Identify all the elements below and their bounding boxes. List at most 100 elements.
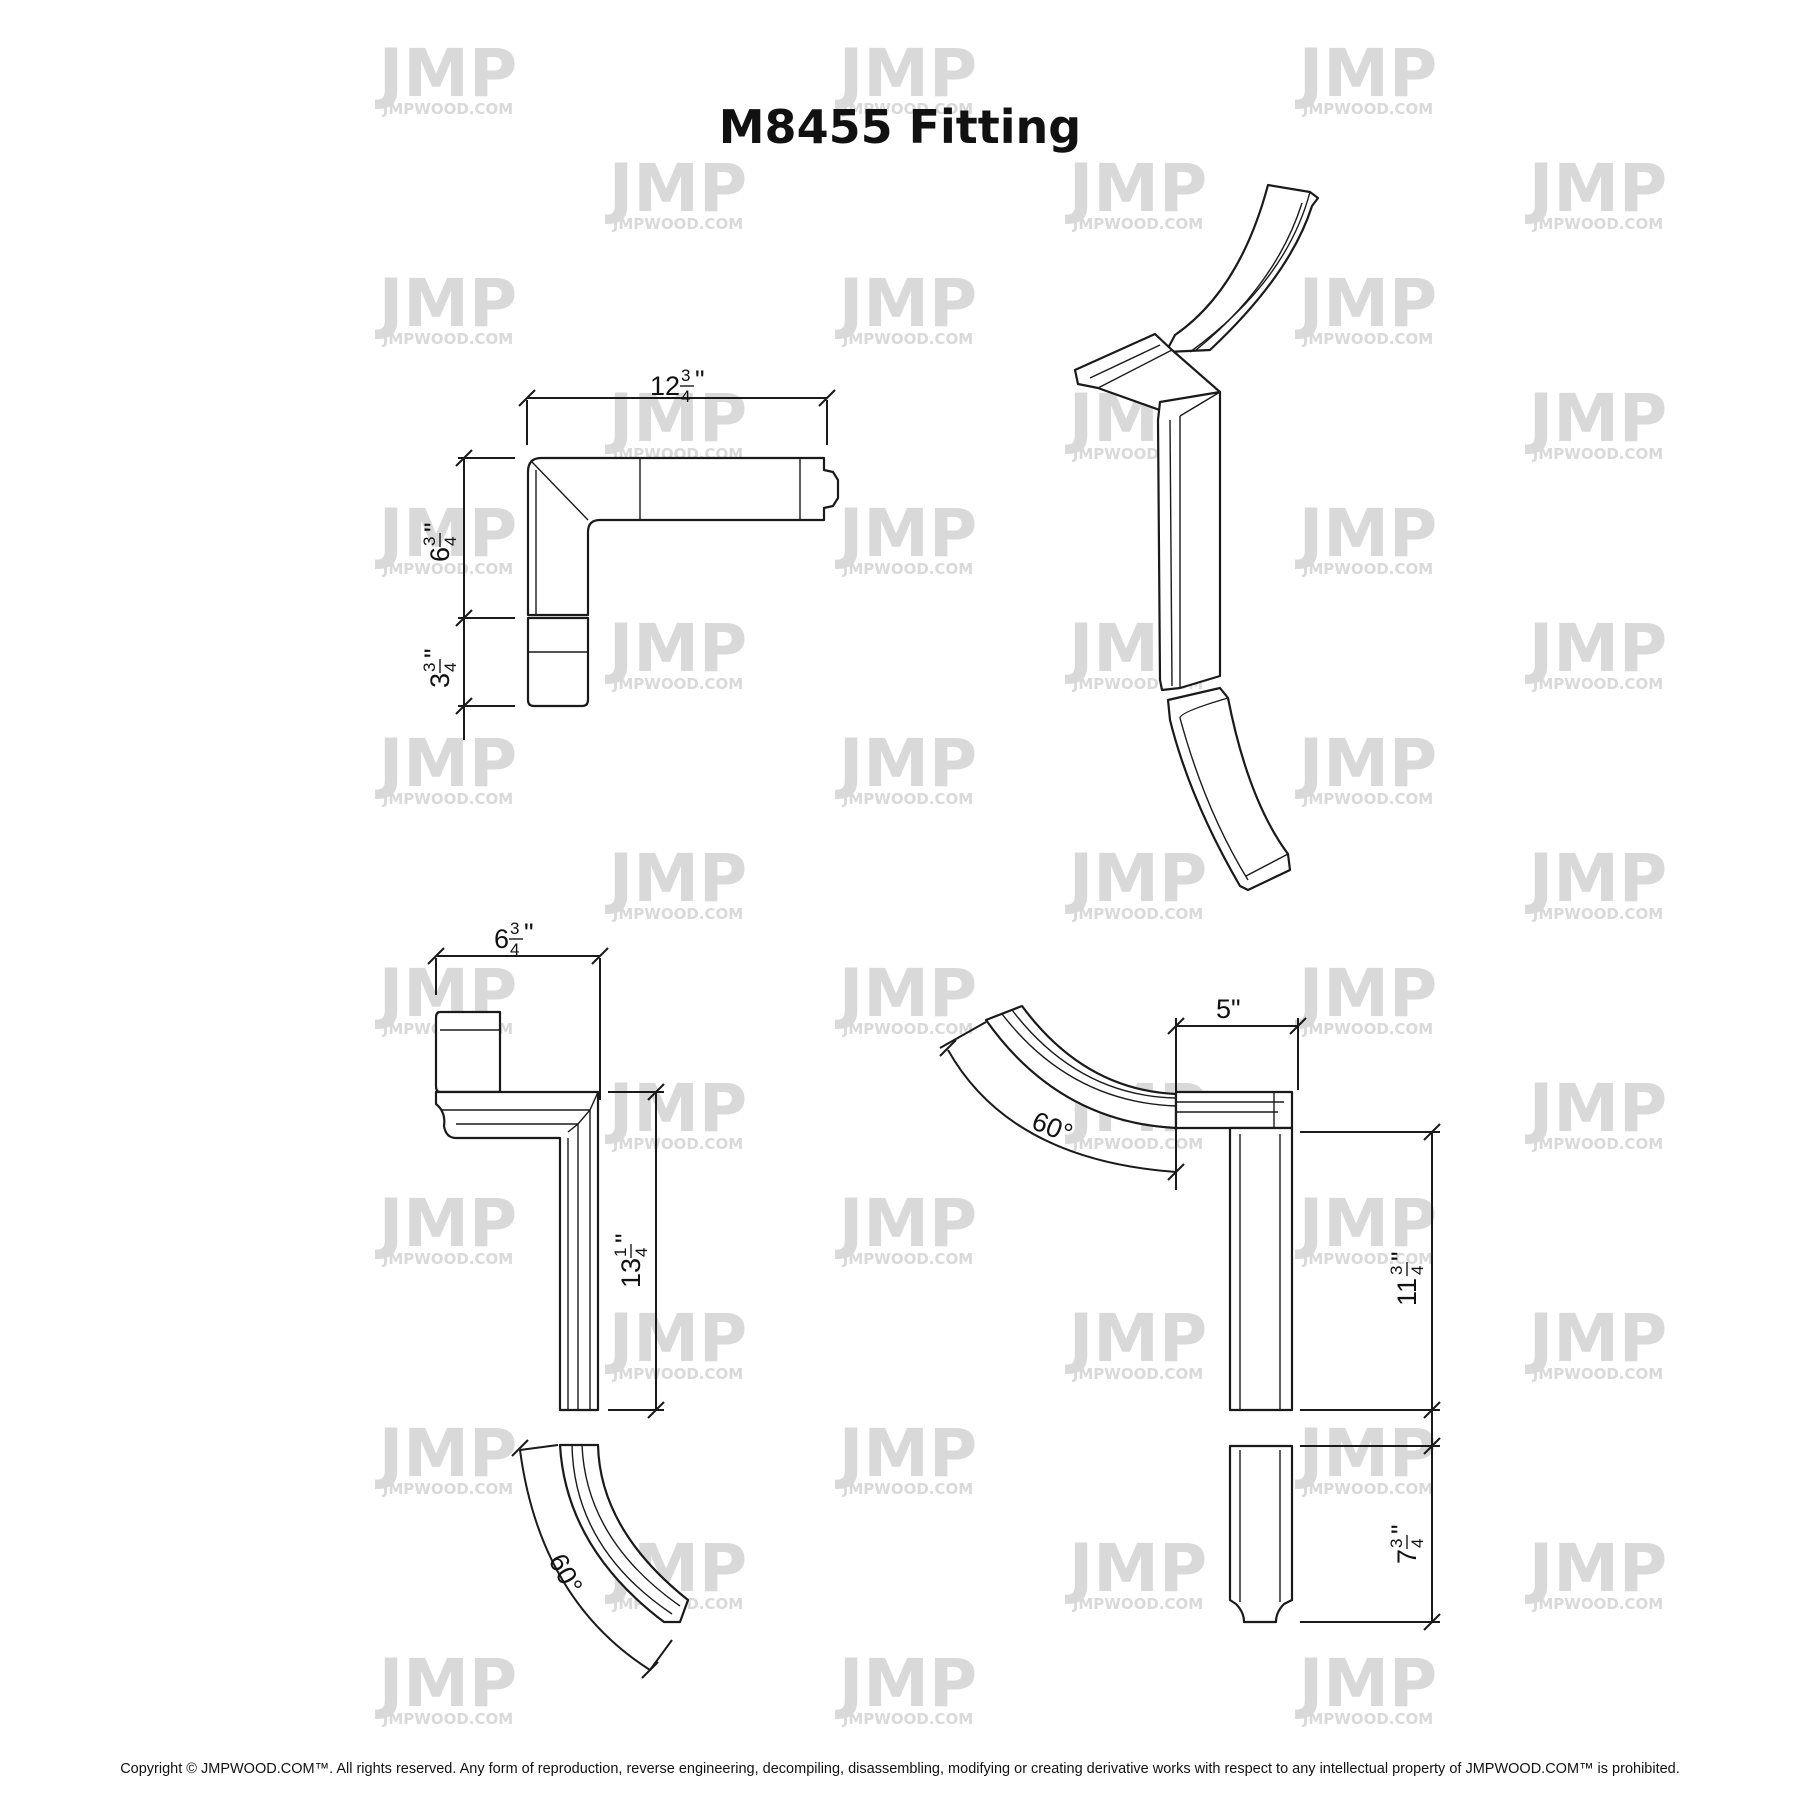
svg-text:JMPWOOD.COM: JMPWOOD.COM [1302, 790, 1433, 808]
svg-text:": " [419, 522, 449, 532]
svg-text:JMPWOOD.COM: JMPWOOD.COM [612, 905, 743, 923]
svg-text:JMPWOOD.COM: JMPWOOD.COM [842, 330, 973, 348]
dim-height-side-view: 13 1 4 " [610, 1233, 651, 1288]
isometric-view [1073, 183, 1320, 892]
svg-text:JMPWOOD.COM: JMPWOOD.COM [1532, 215, 1663, 233]
svg-text:JMPWOOD.COM: JMPWOOD.COM [842, 100, 973, 118]
svg-text:JMP: JMP [835, 1185, 978, 1262]
svg-text:JMP: JMP [1525, 840, 1668, 917]
svg-text:JMPWOOD.COM: JMPWOOD.COM [382, 790, 513, 808]
svg-text:JMPWOOD.COM: JMPWOOD.COM [1302, 1480, 1433, 1498]
svg-text:JMP: JMP [1295, 955, 1438, 1032]
dim-height-upper-front-view: 11 3 4 " [1386, 1251, 1427, 1306]
iso-upper-arm [1164, 183, 1320, 354]
svg-text:3: 3 [420, 663, 439, 672]
svg-text:JMPWOOD.COM: JMPWOOD.COM [382, 1250, 513, 1268]
top-view-lower-block [526, 616, 590, 708]
svg-text:4: 4 [1408, 1539, 1427, 1548]
svg-text:4: 4 [510, 940, 519, 959]
svg-text:JMP: JMP [375, 725, 518, 802]
svg-text:JMPWOOD.COM: JMPWOOD.COM [612, 1135, 743, 1153]
front-view-lower-piece [1228, 1444, 1294, 1624]
svg-text:JMP: JMP [1525, 380, 1668, 457]
iso-vertical-body [1156, 390, 1222, 692]
svg-text:JMP: JMP [1295, 495, 1438, 572]
svg-text:JMP: JMP [605, 380, 748, 457]
svg-text:JMPWOOD.COM: JMPWOOD.COM [382, 560, 513, 578]
top-view: 12 3 4 " 6 3 4 " 3 3 4 " [419, 365, 840, 740]
dim-height-lower-top-view: 3 3 4 " [419, 648, 460, 688]
svg-text:JMPWOOD.COM: JMPWOOD.COM [842, 790, 973, 808]
side-view-top-block [434, 1010, 502, 1094]
svg-text:JMP: JMP [1525, 1070, 1668, 1147]
svg-text:JMPWOOD.COM: JMPWOOD.COM [1302, 1250, 1433, 1268]
dim-den: 4 [681, 387, 690, 406]
svg-text:JMP: JMP [1295, 265, 1438, 342]
svg-text:JMP: JMP [1525, 150, 1668, 227]
svg-text:JMP: JMP [605, 610, 748, 687]
svg-text:": " [1386, 1251, 1416, 1261]
svg-text:JMP: JMP [375, 265, 518, 342]
svg-text:JMPWOOD.COM: JMPWOOD.COM [1072, 1135, 1203, 1153]
svg-text:JMPWOOD.COM: JMPWOOD.COM [1072, 1595, 1203, 1613]
svg-text:JMP: JMP [375, 35, 518, 112]
svg-text:JMP: JMP [1295, 1185, 1438, 1262]
svg-text:JMP: JMP [1065, 1530, 1208, 1607]
svg-text:JMP: JMP [1525, 1300, 1668, 1377]
svg-text:4: 4 [1408, 1266, 1427, 1275]
svg-text:JMPWOOD.COM: JMPWOOD.COM [842, 1250, 973, 1268]
svg-text:JMP: JMP [1525, 1530, 1668, 1607]
svg-text:JMPWOOD.COM: JMPWOOD.COM [1302, 1710, 1433, 1728]
svg-text:JMPWOOD.COM: JMPWOOD.COM [842, 1020, 973, 1038]
side-view: 6 3 4 " 13 1 4 " 60° [427, 918, 690, 1679]
svg-text:JMPWOOD.COM: JMPWOOD.COM [842, 1710, 973, 1728]
svg-text:JMP: JMP [1065, 840, 1208, 917]
side-view-lower-arc [558, 1443, 690, 1624]
svg-text:JMP: JMP [835, 35, 978, 112]
dim-whole: 12 [650, 371, 680, 401]
svg-text:JMP: JMP [605, 1300, 748, 1377]
svg-text:JMPWOOD.COM: JMPWOOD.COM [842, 560, 973, 578]
svg-text:JMP: JMP [835, 265, 978, 342]
svg-text:11: 11 [1392, 1278, 1422, 1306]
svg-text:3: 3 [425, 673, 455, 688]
svg-text:JMPWOOD.COM: JMPWOOD.COM [1072, 905, 1203, 923]
top-view-outline [526, 456, 840, 617]
svg-text:JMP: JMP [1065, 150, 1208, 227]
svg-text:JMP: JMP [605, 1070, 748, 1147]
side-view-arm [434, 1090, 600, 1412]
dim-height-lower-front-view: 7 3 4 " [1386, 1524, 1427, 1564]
svg-text:JMP: JMP [1065, 1300, 1208, 1377]
page-title: M8455 Fitting [718, 100, 1082, 154]
svg-text:JMPWOOD.COM: JMPWOOD.COM [1532, 1595, 1663, 1613]
svg-text:6: 6 [425, 547, 455, 562]
dim-angle-front-view: 60° [1028, 1106, 1077, 1149]
